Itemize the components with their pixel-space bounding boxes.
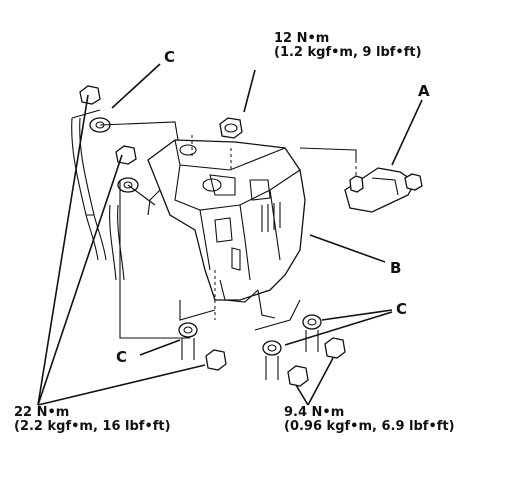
leader-b (309, 234, 386, 263)
torque-22nm: 22 N•m (2.2 kgf•m, 16 lbf•ft) (14, 406, 171, 433)
washer-bottom-left (139, 322, 198, 360)
leaders-94nm (295, 357, 334, 406)
lower-connection-lines (179, 299, 301, 331)
component-a-bracket (299, 99, 423, 213)
callout-a: A (418, 82, 430, 100)
cable-harness-left (71, 109, 190, 339)
torque-12nm: 12 N•m (1.2 kgf•m, 9 lbf•ft) (274, 32, 422, 59)
callout-c-top: C (164, 48, 176, 66)
nut-washer-left (115, 145, 139, 193)
torque-94nm-value: 9.4 N•m (284, 405, 345, 420)
leaders-22nm (37, 94, 206, 406)
nut-22nm-lower (205, 349, 227, 371)
torque-22nm-value: 22 N•m (14, 405, 70, 420)
torque-94nm: 9.4 N•m (0.96 kgf•m, 6.9 lbf•ft) (284, 406, 455, 433)
torque-94nm-alt: (0.96 kgf•m, 6.9 lbf•ft) (284, 418, 455, 434)
callout-b: B (390, 259, 402, 277)
torque-12nm-alt: (1.2 kgf•m, 9 lbf•ft) (274, 44, 422, 60)
washer-bottom-right (284, 309, 393, 352)
fuse-box-body (147, 139, 306, 319)
nut-94nm-right (324, 337, 346, 359)
callout-c-right: C (396, 300, 408, 318)
nut-94nm-left (287, 365, 309, 387)
torque-12nm-value: 12 N•m (274, 31, 330, 46)
bolt-12nm (219, 69, 256, 139)
callout-c-bottom: C (116, 348, 128, 366)
nut-washer-top-left (79, 63, 161, 133)
torque-22nm-alt: (2.2 kgf•m, 16 lbf•ft) (14, 418, 171, 434)
washer-bottom-mid (262, 340, 282, 380)
